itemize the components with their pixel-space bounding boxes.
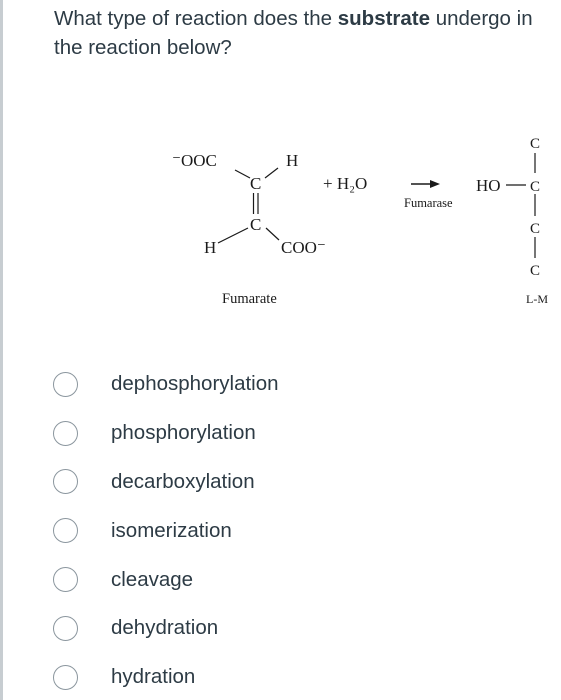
- question-text-after: undergo in the reaction below?: [54, 7, 533, 59]
- option-label: hydration: [111, 665, 196, 689]
- product-c2: C: [530, 179, 540, 195]
- bond-c-h-bottom: [217, 227, 249, 244]
- product-c1: C: [530, 136, 540, 152]
- reactant-h-top: H: [286, 151, 298, 170]
- bond-c-cooh-bottom: [265, 227, 280, 241]
- answer-options: dephosphorylation phosphorylation decarb…: [53, 360, 279, 700]
- bond-c-h-top: [264, 167, 279, 179]
- reactant-carboxylate-left: ⁻OOC: [172, 151, 217, 170]
- reaction-arrow: [411, 180, 440, 188]
- bond-c-cooh-top: [234, 169, 251, 179]
- radio-button[interactable]: [53, 567, 78, 593]
- option-label: cleavage: [111, 567, 194, 591]
- radio-button[interactable]: [53, 469, 78, 495]
- radio-button[interactable]: [53, 615, 78, 641]
- product-label: L-M: [526, 292, 548, 306]
- plus-water: + H₂O: [323, 174, 367, 193]
- reactant-label: Fumarate: [222, 291, 277, 307]
- reaction-diagram: ⁻OOC H C C H COO⁻ Fumarate + H₂O Fumaras…: [172, 136, 548, 307]
- reaction-figure: ⁻OOC H C C H COO⁻ Fumarate + H₂O Fumaras…: [160, 130, 561, 320]
- option-isomerization[interactable]: isomerization: [53, 506, 279, 555]
- option-dephosphorylation[interactable]: dephosphorylation: [53, 360, 279, 409]
- option-decarboxylation[interactable]: decarboxylation: [53, 458, 279, 507]
- radio-button[interactable]: [53, 518, 78, 544]
- option-label: isomerization: [111, 518, 232, 542]
- option-label: dehydration: [111, 616, 219, 640]
- product-c3: C: [530, 221, 540, 237]
- enzyme-label: Fumarase: [404, 196, 453, 210]
- option-label: dephosphorylation: [111, 372, 279, 396]
- question-text-bold: substrate: [337, 7, 431, 30]
- radio-button[interactable]: [53, 371, 78, 397]
- reactant-c-top: C: [250, 174, 261, 193]
- product-hydroxyl: HO: [476, 176, 501, 195]
- option-label: phosphorylation: [111, 421, 256, 445]
- reactant-carboxylate-right: COO⁻: [281, 238, 326, 257]
- option-cleavage[interactable]: cleavage: [53, 555, 279, 604]
- option-label: decarboxylation: [111, 469, 255, 493]
- question-text: What type of reaction does the substrate…: [54, 4, 534, 62]
- arrow-head: [430, 180, 440, 188]
- option-dehydration[interactable]: dehydration: [53, 604, 279, 653]
- radio-button[interactable]: [53, 420, 78, 446]
- option-hydration[interactable]: hydration: [53, 653, 279, 700]
- reactant-c-bottom: C: [250, 215, 261, 234]
- left-border: [0, 0, 3, 700]
- product-c4: C: [530, 263, 540, 279]
- reactant-h-bottom: H: [204, 238, 216, 257]
- radio-button[interactable]: [53, 664, 78, 690]
- option-phosphorylation[interactable]: phosphorylation: [53, 409, 279, 458]
- question-text-before: What type of reaction does the: [54, 7, 338, 30]
- reactant-bonds: [217, 167, 280, 244]
